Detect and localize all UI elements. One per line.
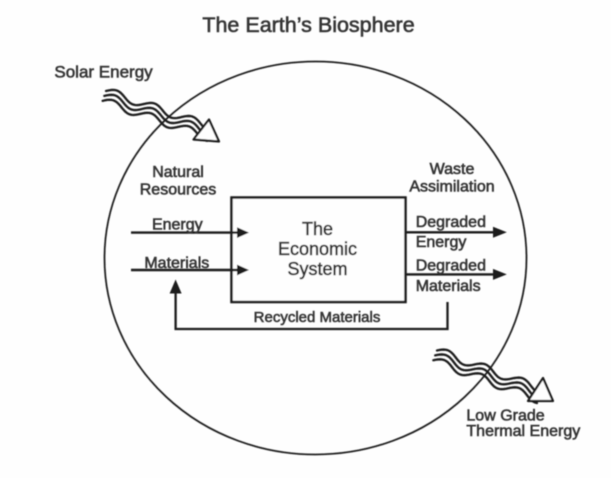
svg-text:Recycled Materials: Recycled Materials [254,309,381,326]
svg-text:Thermal Energy: Thermal Energy [466,423,580,440]
svg-text:System: System [287,259,347,279]
svg-text:Economic: Economic [278,239,357,259]
svg-text:Low Grade: Low Grade [466,408,544,425]
svg-text:Energy: Energy [416,234,467,251]
svg-text:Degraded: Degraded [416,258,486,275]
svg-text:Resources: Resources [140,182,216,199]
svg-text:Materials: Materials [144,255,209,272]
svg-text:Solar Energy: Solar Energy [54,63,153,82]
svg-text:The: The [302,219,333,239]
svg-text:The Earth’s Biosphere: The Earth’s Biosphere [202,13,414,37]
svg-text:Degraded: Degraded [416,214,486,231]
svg-text:Natural: Natural [152,164,204,181]
svg-text:Assimilation: Assimilation [409,179,494,196]
svg-text:Materials: Materials [416,278,481,295]
svg-text:Waste: Waste [430,161,475,178]
svg-text:Energy: Energy [152,217,203,234]
